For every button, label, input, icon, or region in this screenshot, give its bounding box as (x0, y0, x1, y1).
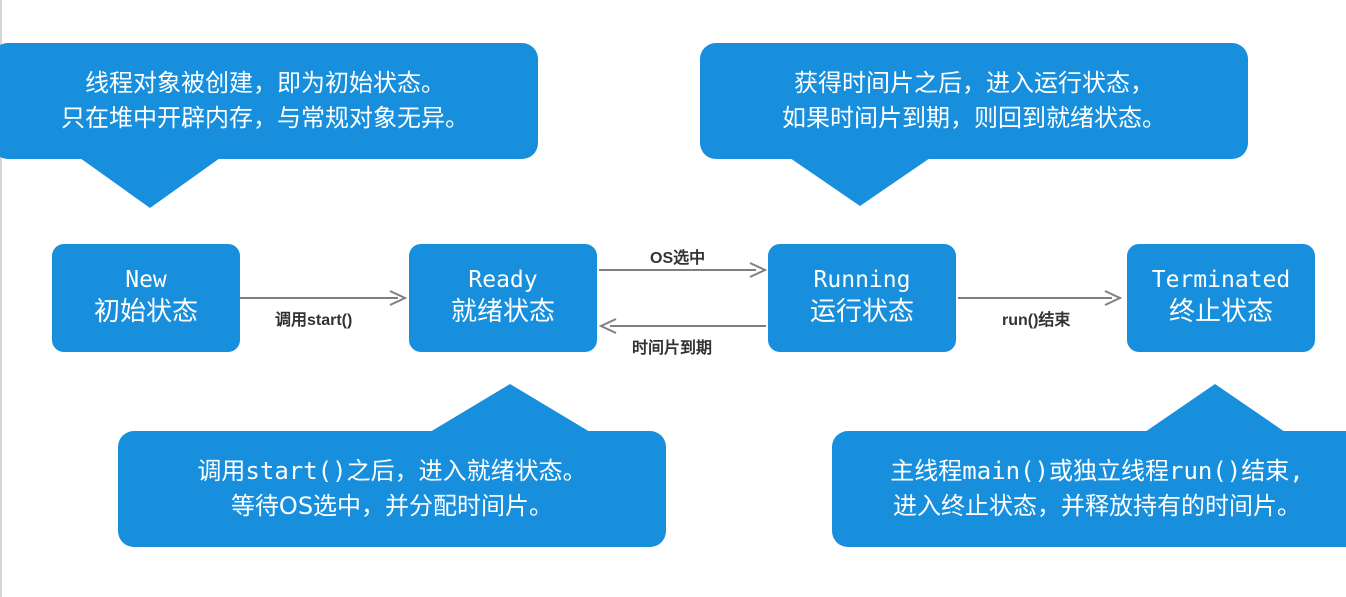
callout-running-line1: 获得时间片之后，进入运行状态， (794, 69, 1154, 98)
arrowhead-new-to-ready (389, 290, 408, 306)
callout-ready-pointer (430, 384, 590, 432)
callout-running-pointer (790, 158, 930, 206)
state-ready-en: Ready (468, 267, 538, 294)
callout-running: 获得时间片之后，进入运行状态， 如果时间片到期，则回到就绪状态。 (700, 43, 1248, 159)
state-ready: Ready 就绪状态 (409, 244, 597, 352)
callout-new-pointer (80, 158, 220, 208)
state-ready-zh: 就绪状态 (450, 297, 555, 328)
state-terminated-en: Terminated (1151, 267, 1291, 294)
arrowhead-running-to-ready (598, 318, 617, 334)
label-ready-to-running: OS选中 (650, 250, 706, 267)
callout-terminated-pointer (1145, 384, 1285, 432)
arrowhead-running-to-terminated (1104, 290, 1123, 306)
callout-new: 线程对象被创建，即为初始状态。 只在堆中开辟内存，与常规对象无异。 (0, 43, 538, 159)
label-running-to-terminated: run()结束 (1002, 312, 1071, 329)
callout-ready: 调用start()之后，进入就绪状态。 等待OS选中，并分配时间片。 (118, 431, 666, 547)
callout-new-line2: 只在堆中开辟内存，与常规对象无异。 (61, 104, 469, 132)
state-terminated-zh: 终止状态 (1168, 297, 1273, 328)
label-running-to-ready: 时间片到期 (632, 340, 713, 357)
state-new-en: New (125, 267, 167, 294)
callout-ready-line1: 调用start()之后，进入就绪状态。 (197, 457, 587, 486)
state-running-zh: 运行状态 (809, 297, 914, 328)
callout-terminated-line1: 主线程main()或独立线程run()结束, (890, 457, 1304, 486)
state-running-en: Running (813, 267, 911, 294)
state-running: Running 运行状态 (768, 244, 956, 352)
label-new-to-ready: 调用start() (275, 312, 353, 329)
state-new-zh: 初始状态 (93, 297, 198, 328)
callout-running-line2: 如果时间片到期，则回到就绪状态。 (782, 104, 1166, 132)
arrowhead-ready-to-running (749, 262, 768, 278)
callout-terminated: 主线程main()或独立线程run()结束, 进入终止状态，并释放持有的时间片。 (832, 431, 1346, 547)
callout-new-line1: 线程对象被创建，即为初始状态。 (85, 69, 445, 98)
callout-ready-line2: 等待OS选中，并分配时间片。 (230, 492, 554, 520)
callout-terminated-line2: 进入终止状态，并释放持有的时间片。 (893, 492, 1301, 520)
state-terminated: Terminated 终止状态 (1127, 244, 1315, 352)
state-new: New 初始状态 (52, 244, 240, 352)
left-border-line (0, 0, 2, 597)
